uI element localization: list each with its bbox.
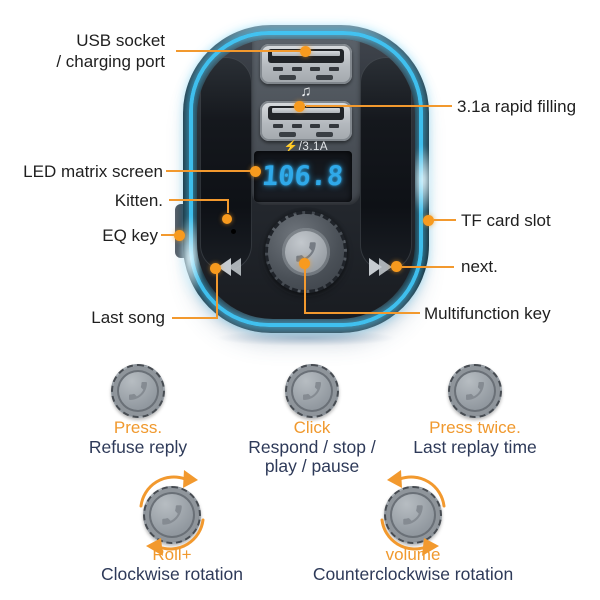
usb-contacts [279, 75, 333, 80]
callout-kitten: Kitten. [114, 191, 163, 210]
leader-line [169, 199, 229, 201]
gesture-desc-press: Refuse reply [88, 437, 188, 457]
callout-dot [250, 166, 261, 177]
callout-dot [210, 263, 221, 274]
callout-dot [299, 258, 310, 269]
device-shadow [216, 330, 396, 346]
callout-rapid-filling: 3.1a rapid filling [457, 97, 577, 116]
usb-slot [268, 106, 344, 120]
clockwise-arrows-icon [139, 470, 205, 556]
callout-multifunction-key: Multifunction key [424, 304, 551, 323]
gesture-action-volume: volume [385, 545, 441, 564]
callout-tf-card-slot: TF card slot [461, 211, 551, 230]
callout-dot [423, 215, 434, 226]
music-note-icon: ♫ [300, 83, 312, 100]
usb-contacts [279, 132, 333, 137]
phone-handset-icon [403, 505, 423, 525]
glow-flare [411, 145, 435, 215]
multifunction-knob [265, 211, 347, 293]
right-panel [360, 57, 412, 271]
frequency-readout: 106.8 [261, 161, 345, 192]
phone-handset-icon [296, 242, 316, 262]
callout-next: next. [461, 257, 498, 276]
leader-line [172, 317, 218, 319]
knob-face [282, 228, 330, 276]
leader-line [166, 170, 252, 172]
callout-eq-key: EQ key [102, 226, 158, 245]
knob-illustration-roll-counterclockwise [384, 486, 442, 544]
phone-handset-icon [303, 382, 321, 400]
charge-rating-label: ⚡/3.1A [283, 141, 329, 153]
callout-dot [300, 46, 311, 57]
callout-dot [222, 214, 232, 224]
leader-line [304, 268, 306, 314]
callout-usb-socket: USB socket / charging port [20, 30, 165, 72]
callout-dot [294, 101, 305, 112]
gesture-action-click: Click [293, 418, 331, 437]
counterclockwise-arrows-icon [380, 470, 446, 556]
callout-dot [174, 230, 185, 241]
usb-pins [273, 67, 339, 71]
usb-pins [273, 124, 339, 128]
leader-line [176, 50, 302, 52]
led-display: 106.8 [254, 151, 352, 202]
callout-last-song: Last song [91, 308, 165, 327]
knob-illustration-click [285, 364, 339, 418]
phone-handset-icon [162, 505, 182, 525]
gesture-action-roll: Roll+ [152, 545, 192, 564]
leader-line [402, 266, 454, 268]
gesture-desc-volume: Counterclockwise rotation [312, 564, 514, 584]
gesture-desc-click-line2: play / pause [264, 456, 360, 476]
leader-line [216, 273, 218, 319]
gesture-desc-roll: Clockwise rotation [101, 564, 243, 584]
knob-illustration-roll-clockwise [143, 486, 201, 544]
callout-usb-line1: USB socket [76, 31, 165, 50]
knob-recess [261, 207, 351, 297]
device-face: ♫ ⚡/3.1A 106.8 [197, 39, 415, 319]
leader-line [304, 312, 420, 314]
gesture-desc-click: Respond / stop / play / pause [217, 438, 407, 476]
gesture-desc-press-twice: Last replay time [413, 437, 537, 457]
usb-port-bottom [260, 101, 352, 141]
gesture-desc-click-line1: Respond / stop / [248, 437, 376, 457]
gesture-action-press-twice: Press twice. [429, 418, 521, 437]
previous-track-button [218, 258, 241, 276]
left-panel [200, 57, 252, 271]
leader-line [434, 219, 456, 221]
phone-handset-icon [466, 382, 484, 400]
callout-dot [391, 261, 402, 272]
callout-usb-line2: / charging port [56, 52, 165, 71]
fm-transmitter-device: ♫ ⚡/3.1A 106.8 [177, 25, 435, 333]
gesture-action-press: Press. [113, 418, 163, 437]
next-track-button [369, 258, 392, 276]
phone-handset-icon [129, 382, 147, 400]
knob-illustration-press-twice [448, 364, 502, 418]
callout-led-matrix: LED matrix screen [23, 162, 163, 181]
leader-line [306, 105, 452, 107]
leader-line [161, 234, 175, 236]
knob-illustration-press [111, 364, 165, 418]
microphone-hole [231, 229, 236, 234]
leader-line [227, 199, 229, 213]
